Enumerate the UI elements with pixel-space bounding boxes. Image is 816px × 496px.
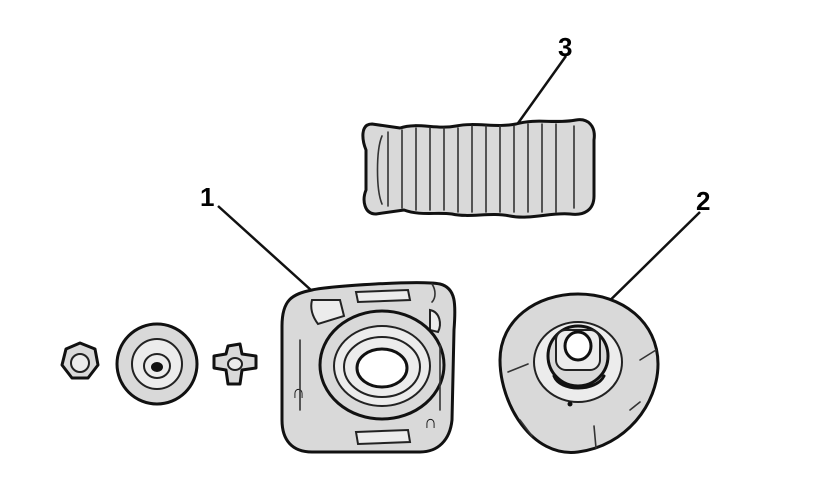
strut-mount-part-1: ∩ ∩ — [280, 281, 457, 454]
leader-line-1 — [217, 205, 323, 301]
washer-part — [115, 322, 199, 406]
callout-2: 2 — [696, 186, 710, 216]
callout-3: 3 — [558, 32, 572, 62]
boot-ridges — [387, 123, 575, 213]
mount-stud-mark-right: ∩ — [424, 412, 437, 432]
callout-1: 1 — [200, 182, 214, 212]
top-mount-part-2 — [498, 292, 660, 454]
mount-stud-mark-left: ∩ — [292, 382, 305, 402]
dust-boot-part-3 — [361, 118, 596, 219]
bushing-part — [212, 342, 258, 386]
nut-part — [60, 341, 100, 380]
